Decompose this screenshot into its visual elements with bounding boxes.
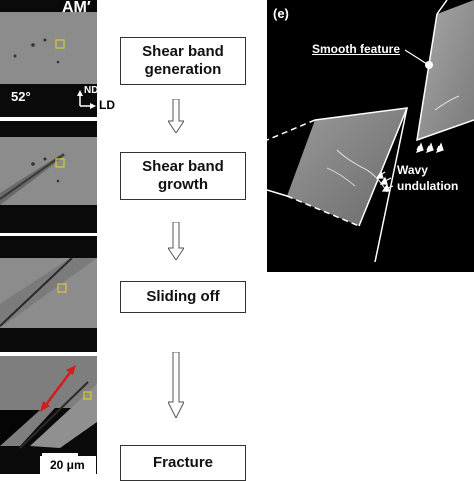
- axis-nd-label: ND: [84, 85, 97, 96]
- feature-marker: [425, 61, 433, 69]
- stage-shear-band-generation: Shear band generation: [120, 37, 246, 85]
- down-arrow-icon: [168, 99, 184, 133]
- panel-label: AM′: [62, 0, 91, 16]
- sem-panel-3: [0, 236, 97, 352]
- wavy-label-line1: Wavy: [397, 163, 428, 177]
- panel-e: (e) Smooth feature Wavy undulation: [267, 0, 474, 272]
- scale-bar-label-bg: [40, 456, 96, 474]
- red-double-arrow: [44, 369, 73, 407]
- sem-panel-4: [0, 356, 97, 474]
- stage-label: Sliding off: [146, 288, 220, 305]
- sem-image-3: [0, 236, 97, 352]
- scale-bar-label: 20 μm: [50, 458, 85, 472]
- down-arrow-icon: [168, 352, 184, 418]
- axis-ld-label-outer: LD: [99, 98, 115, 112]
- scale-bar: [42, 453, 78, 456]
- sem-panel-2: [0, 121, 97, 233]
- smooth-feature-label: Smooth feature: [312, 42, 401, 56]
- stage-label: Shear band growth: [142, 158, 224, 193]
- sem-image-4: [0, 356, 97, 474]
- marker-box: [55, 39, 65, 49]
- stage-fracture: Fracture: [120, 445, 246, 481]
- stage-label: Shear band generation: [142, 43, 224, 78]
- sem-image-2: [0, 121, 97, 233]
- fracture-surface-image: [267, 0, 474, 263]
- panel-letter: (e): [273, 6, 289, 21]
- stage-label: Fracture: [152, 454, 214, 471]
- stage-sliding-off: Sliding off: [120, 281, 246, 313]
- angle-label: 52°: [11, 89, 31, 104]
- down-arrow-icon: [168, 222, 184, 260]
- stage-shear-band-growth: Shear band growth: [120, 152, 246, 200]
- sem-image-1: [0, 0, 97, 117]
- sem-panel-1: AM′ 52° ND LD: [0, 0, 97, 117]
- wavy-label-line2: undulation: [397, 179, 459, 193]
